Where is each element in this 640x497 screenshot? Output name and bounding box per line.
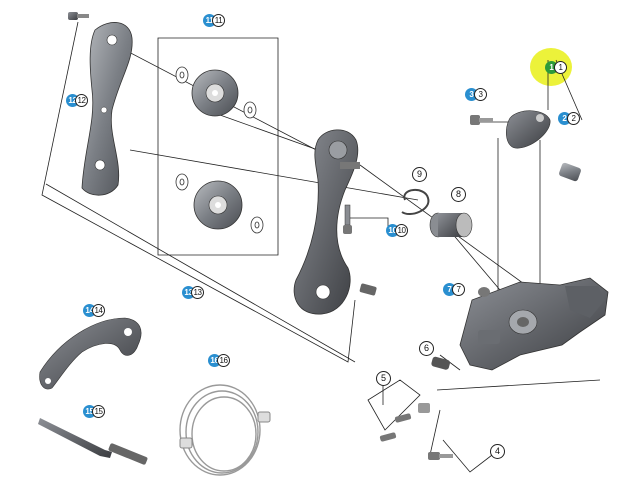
callout-9[interactable]: 9 [412, 166, 427, 182]
callout-circle: 12 [75, 93, 88, 107]
stop-screw [478, 287, 490, 297]
callout-3[interactable]: 3 3 [465, 87, 487, 101]
callout-4[interactable]: 4 [490, 443, 505, 459]
callout-circle: 11 [212, 13, 225, 27]
callout-circle: 16 [217, 353, 230, 367]
guide-pulley [191, 69, 239, 117]
tool [38, 418, 148, 465]
bracket-axle [506, 110, 551, 149]
callout-circle: 14 [92, 303, 105, 317]
callout-circle: 1 [554, 60, 567, 74]
callout-circle: 4 [490, 443, 505, 459]
callout-circle: 7 [452, 282, 465, 296]
inner-cage-plate [293, 129, 360, 315]
tension-pulley [193, 180, 243, 230]
callout-circle: 13 [191, 285, 204, 299]
callout-circle: 8 [451, 186, 466, 202]
pulley-bolts [343, 204, 377, 296]
callout-circle: 10 [395, 223, 408, 237]
bracket-bolt [559, 162, 581, 182]
tension-spring [429, 212, 473, 238]
callout-11[interactable]: 11 11 [203, 13, 225, 27]
b-tension-screw [428, 452, 453, 460]
callout-circle: 3 [474, 87, 487, 101]
callout-circle: 5 [376, 370, 391, 386]
callout-circle: 15 [92, 404, 105, 418]
cable [179, 384, 261, 476]
callout-13[interactable]: 13 13 [182, 285, 204, 299]
callout-circle: 9 [412, 166, 427, 182]
callout-6[interactable]: 6 [419, 340, 434, 356]
callout-10[interactable]: 10 10 [386, 223, 408, 237]
cage-screw [68, 12, 89, 20]
callout-1[interactable]: 1 1 [545, 60, 567, 74]
callout-15[interactable]: 15 15 [83, 404, 105, 418]
pulley-washers [175, 66, 264, 234]
snap-ring [401, 189, 430, 216]
chain-guide [39, 317, 142, 390]
callout-5[interactable]: 5 [376, 370, 391, 386]
callout-2[interactable]: 2 2 [558, 111, 580, 125]
cable-fixing [431, 356, 451, 370]
derailleur-body [459, 277, 609, 371]
callout-8[interactable]: 8 [451, 186, 466, 202]
cable-plug-2 [257, 411, 271, 423]
adjust-screw [470, 115, 493, 125]
callout-16[interactable]: 16 16 [208, 353, 230, 367]
callout-12[interactable]: 12 12 [66, 93, 88, 107]
outer-cage-plate [81, 22, 133, 196]
callout-circle: 2 [567, 111, 580, 125]
callout-14[interactable]: 14 14 [83, 303, 105, 317]
cable-plug [179, 437, 193, 449]
callout-circle: 6 [419, 340, 434, 356]
limit-screws [379, 403, 430, 442]
callout-7[interactable]: 7 7 [443, 282, 465, 296]
